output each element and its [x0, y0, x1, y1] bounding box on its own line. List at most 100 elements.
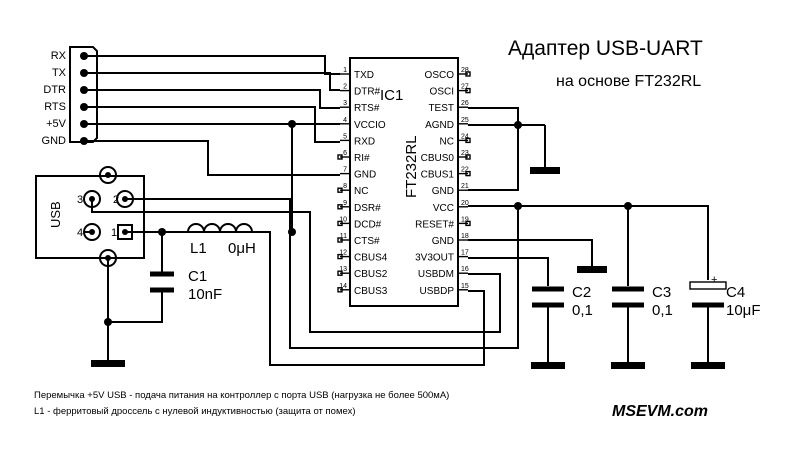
ic-pin-nc-27: [465, 87, 471, 94]
ic-pin-num-20: 20: [461, 200, 469, 207]
ic-pin-name-3: RTS#: [354, 103, 380, 114]
usb-pin-num-2: 2: [113, 194, 119, 206]
c3-value: 0,1: [652, 302, 673, 319]
c4-plate-top: [689, 281, 727, 290]
c4-value: 10μF: [726, 302, 761, 319]
usb-shield-top: [99, 166, 117, 184]
ic-pin-num-8: 8: [343, 183, 347, 190]
wire-agnd-gnd: [468, 124, 519, 191]
ic-pin-name-19: RESET#: [415, 219, 454, 230]
wire-usb-gnd: [107, 258, 163, 323]
capacitor-c2: C2 0,1: [532, 284, 593, 362]
ic-pin-num-9: 9: [343, 200, 347, 207]
usb-shield-top-pin: [105, 172, 111, 178]
ic-pin-nc-14: [337, 287, 343, 293]
ic-pin-name-23: CBUS0: [421, 153, 455, 164]
ic-pin-num-5: 5: [343, 133, 347, 140]
usb-body: [35, 175, 145, 259]
page-title: Адаптер USB-UART: [508, 37, 703, 60]
ic-pin-num-11: 11: [340, 233, 347, 240]
usb-pin-3: [83, 190, 101, 208]
wire-usbdp: [125, 231, 485, 366]
c2-value: 0,1: [572, 302, 593, 319]
wire-tx-rxd-route: [84, 72, 340, 91]
ic-pin-nc-22: [465, 170, 471, 177]
ic-pin-num-3: 3: [343, 100, 347, 107]
ic-pin-num-17: 17: [461, 250, 469, 257]
ic-pin-num-13: 13: [339, 266, 347, 273]
ic-pin-name-21: GND: [432, 186, 454, 197]
usb-pin-1: [117, 224, 133, 240]
ic-pin-nc-10: [337, 220, 343, 227]
capacitor-c1: C1 10nF: [150, 232, 222, 303]
ic-ref: IC1: [380, 87, 403, 104]
wire-gnd: [84, 140, 340, 176]
ic-pin-num-21: 21: [461, 183, 469, 190]
ic-pin-nc-19: [465, 220, 471, 227]
wire-rx-txd: [84, 55, 340, 75]
junction-agnd: [514, 121, 522, 129]
junction-vccio: [288, 120, 296, 128]
usb-connector: USB 3 2 4 1: [35, 166, 163, 360]
ic-pin-num-19: 19: [461, 216, 469, 223]
ic-pin-name-13: CBUS2: [354, 269, 388, 280]
wire-test: [468, 107, 519, 125]
ic-pin-num-10: 10: [339, 216, 347, 223]
wire-gnd18: [468, 239, 593, 268]
c1-ref: C1: [188, 268, 207, 285]
ic-pin-nc-6: [337, 154, 343, 160]
ic-pin-name-18: GND: [432, 236, 454, 247]
page-subtitle: на основе FT232RL: [556, 73, 701, 90]
ic-pin-nc-24: [465, 137, 471, 144]
ground-c2: [531, 362, 565, 369]
ic-pin-nc-12: [337, 253, 343, 260]
junction-vcc-1: [514, 202, 522, 210]
usb-pin-1-dot: [122, 229, 128, 235]
ic-pin-num-28: 28: [461, 67, 469, 74]
c4-ref: C4: [726, 284, 745, 301]
capacitor-c4: + C4 10μF: [689, 274, 761, 362]
c4-polarity: +: [711, 274, 717, 286]
ic-pin-num-1: 1: [343, 67, 347, 74]
inductor-coil: [187, 223, 253, 233]
connector-pin-gnd: GND: [42, 135, 67, 147]
ic-pin-name-6: RI#: [354, 153, 370, 164]
capacitor-c3: C3 0,1: [612, 284, 673, 362]
usb-pin-num-4: 4: [77, 227, 83, 239]
ic-pin-num-2: 2: [343, 84, 347, 91]
ic-pin-num-4: 4: [343, 117, 347, 124]
serial-connector: RX TX DTR RTS +5V GND: [42, 46, 98, 147]
ic-pin-num-14: 14: [339, 283, 347, 290]
ic-pin-num-15: 15: [461, 283, 469, 290]
ic-pin-name-20: VCC: [433, 203, 454, 214]
ic-pin-name-1: TXD: [354, 70, 374, 81]
ground-top-right: [530, 167, 560, 174]
ground-usb: [91, 360, 125, 367]
usb-pin-2: [116, 190, 134, 208]
wire-dtr: [84, 89, 340, 109]
ic-pin-name-14: CBUS3: [354, 286, 388, 297]
note-2: L1 - ферритовый дроссель с нулевой индук…: [34, 406, 355, 417]
ground-symbols: [91, 167, 725, 369]
ic-pin-nc-9: [337, 204, 343, 210]
ic-part: FT232RL: [403, 135, 420, 198]
junction-l1-right: [288, 228, 296, 236]
connector-pin-rx: RX: [51, 50, 67, 62]
ic-body: [349, 57, 459, 307]
junction-usb-gnd: [104, 318, 112, 326]
wire-usbdm: [91, 199, 501, 333]
c2-ref: C2: [572, 284, 591, 301]
ic-pin-nc-8: [337, 187, 343, 193]
ic-pin-name-8: NC: [354, 186, 368, 197]
connector-pin-5v: +5V: [46, 118, 67, 130]
ic-pin-name-11: CTS#: [354, 236, 380, 247]
ic-pin-name-16: USBDM: [418, 269, 454, 280]
c3-ref: C3: [652, 284, 671, 301]
ic-pin-name-25: AGND: [425, 120, 454, 131]
ground-c4: [691, 362, 725, 369]
usb-pin-num-3: 3: [77, 194, 83, 206]
usb-pin-2-dot: [122, 196, 128, 202]
ic-pin-num-12: 12: [339, 250, 347, 257]
